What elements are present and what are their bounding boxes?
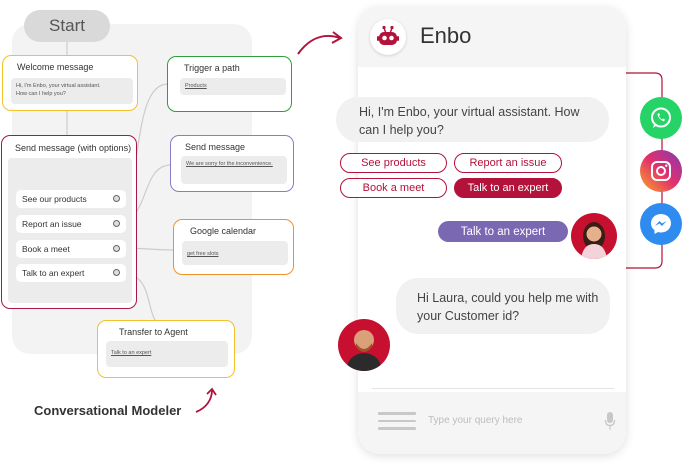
send-message-title: Send message [185,142,246,152]
user-avatar [571,213,617,259]
option-book-meet[interactable]: Book a meet [16,240,126,258]
send-message-text: We are sorry for the inconvenience. [181,156,287,184]
send-options-title: Send message (with options) [15,143,132,153]
quick-reply-report-issue[interactable]: Report an issue [454,153,562,173]
calendar-node-text: get free slots [182,241,288,265]
agent-avatar [338,319,390,371]
instagram-icon[interactable] [640,150,682,192]
whatsapp-icon[interactable] [640,97,682,139]
flow-arrow-top [297,35,341,55]
option-port-icon[interactable] [113,220,120,227]
welcome-message-node[interactable]: Welcome message Hi, I'm Enbo, your virtu… [2,55,138,111]
menu-icon[interactable] [378,412,416,432]
chat-divider [372,388,614,389]
option-port-icon[interactable] [113,245,120,252]
chat-input-placeholder[interactable]: Type your query here [428,415,523,426]
flow-arrow-bottom [195,389,213,413]
option-port-icon[interactable] [113,195,120,202]
option-see-products[interactable]: See our products [16,190,126,208]
calendar-node-title: Google calendar [190,226,257,236]
agent-message: Hi Laura, could you help me with your Cu… [396,278,610,334]
welcome-node-text: Hi, I'm Enbo, your virtual assistant. Ho… [11,78,133,104]
messenger-icon[interactable] [640,203,682,245]
options-panel: See our products Report an issue Book a … [8,158,132,303]
transfer-agent-node[interactable]: Transfer to Agent Talk to an expert [97,320,235,378]
bot-avatar [370,19,406,55]
start-node[interactable]: Start [24,10,110,42]
transfer-node-title: Transfer to Agent [119,327,188,337]
google-calendar-node[interactable]: Google calendar get free slots [173,219,294,275]
user-message: Talk to an expert [438,221,568,242]
welcome-node-title: Welcome message [17,62,94,72]
modeler-caption: Conversational Modeler [34,403,182,418]
send-options-node[interactable]: Send message (with options) See our prod… [1,135,137,309]
chat-header: Enbo [358,7,626,67]
bot-name: Enbo [420,23,472,48]
quick-reply-see-products[interactable]: See products [340,153,447,173]
bot-message: Hi, I'm Enbo, your virtual assistant. Ho… [336,97,609,142]
microphone-icon[interactable] [604,411,616,431]
start-label: Start [49,16,85,35]
trigger-node-title: Trigger a path [184,63,240,73]
trigger-node-text: Products [180,78,286,95]
option-port-icon[interactable] [113,269,120,276]
option-report-issue[interactable]: Report an issue [16,215,126,233]
quick-reply-talk-expert[interactable]: Talk to an expert [454,178,562,198]
quick-reply-book-meet[interactable]: Book a meet [340,178,447,198]
send-message-node[interactable]: Send message We are sorry for the inconv… [170,135,294,192]
trigger-path-node[interactable]: Trigger a path Products [167,56,292,112]
robot-icon [377,25,399,45]
option-talk-expert[interactable]: Talk to an expert [16,264,126,282]
chat-input-bar[interactable]: Type your query here [358,392,626,454]
transfer-node-text: Talk to an expert [106,341,228,367]
